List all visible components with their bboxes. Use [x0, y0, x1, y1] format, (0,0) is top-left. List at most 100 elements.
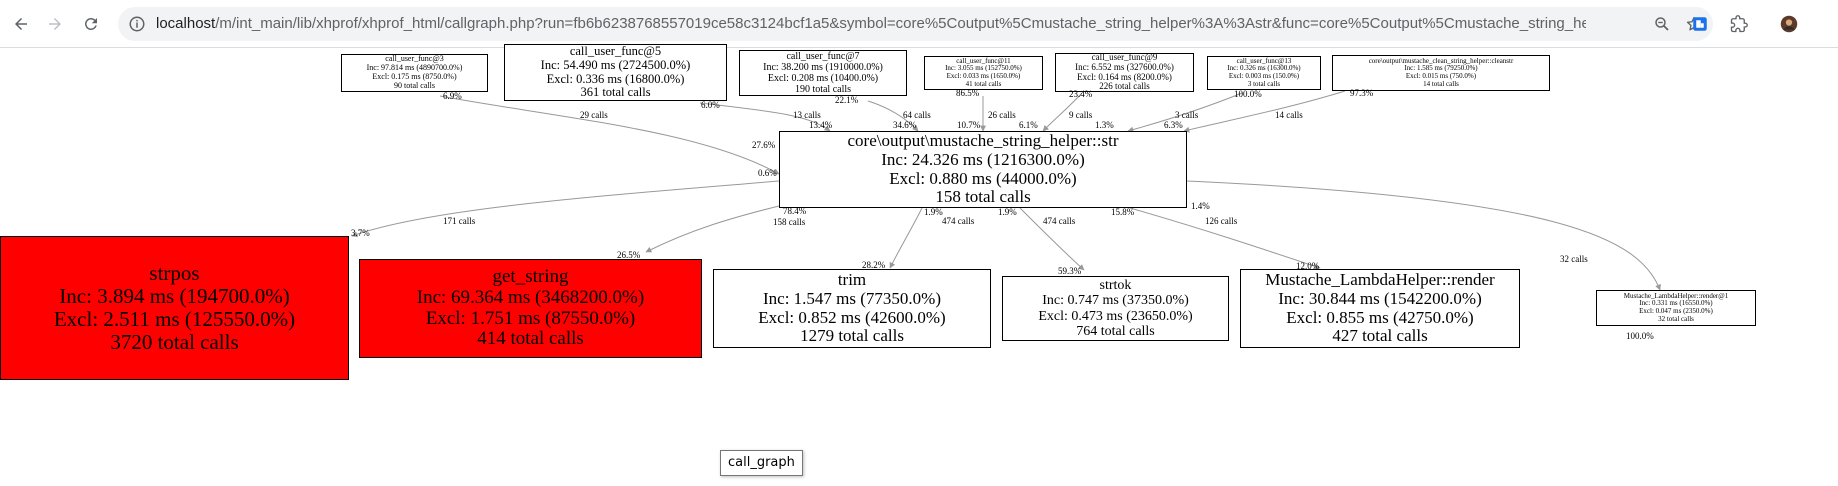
node-inc: Inc: 3.055 ms (152750.0%) [945, 64, 1022, 73]
node-excl: Excl: 0.175 ms (8750.0%) [372, 72, 457, 81]
edge-label-dst-pct: 27.6% [752, 140, 776, 150]
node-call-user-func-9[interactable]: call_user_func@9 Inc: 6.552 ms (327600.0… [1055, 51, 1194, 92]
edge-label-src-pct: 100.0% [1234, 89, 1262, 99]
node-excl: Excl: 0.852 ms (42600.0%) [758, 307, 946, 327]
node-inc: Inc: 0.747 ms (37350.0%) [1042, 293, 1189, 309]
edge-label-dst-pct: 13.4% [809, 120, 833, 130]
node-inc: Inc: 6.552 ms (327600.0%) [1075, 61, 1174, 72]
edge-label-calls: 171 calls [443, 216, 476, 226]
node-calls: 32 total calls [1658, 314, 1694, 323]
node-mustache-string-helper-str[interactable]: core\output\mustache_string_helper::str … [779, 131, 1187, 208]
extension-icon[interactable] [1685, 9, 1715, 39]
node-excl: Excl: 1.751 ms (87550.0%) [425, 307, 636, 329]
edge-label-calls: 29 calls [580, 110, 608, 120]
forward-arrow-icon[interactable] [40, 9, 70, 39]
node-call-user-func-7[interactable]: call_user_func@7 Inc: 38.200 ms (1910000… [739, 50, 907, 96]
node-excl: Excl: 0.208 ms (10400.0%) [767, 73, 879, 84]
node-name: Mustache_LambdaHelper::render [1265, 270, 1495, 290]
edge-main-to-trim [889, 207, 923, 269]
url-text[interactable]: localhost/m/int_main/lib/xhprof/xhprof_h… [156, 7, 1586, 41]
node-excl: Excl: 0.855 ms (42750.0%) [1286, 307, 1474, 327]
node-name: core\output\mustache_clean_string_helper… [1368, 56, 1514, 65]
node-calls: 14 total calls [1423, 79, 1459, 88]
edge-label-calls: 64 calls [903, 110, 931, 120]
edge-label-calls: 474 calls [942, 216, 975, 226]
profile-avatar[interactable] [1774, 9, 1804, 39]
node-name: call_user_func@13 [1236, 56, 1292, 65]
node-name: call_user_func@9 [1091, 51, 1158, 62]
edge-label-src-pct: 1.9% [924, 207, 943, 217]
edge-cuf5-to-main [699, 102, 831, 132]
edge-label-dst-pct: 59.3% [1058, 266, 1082, 276]
node-name: call_user_func@5 [569, 44, 662, 58]
node-excl: Excl: 0.033 ms (1650.0%) [946, 72, 1021, 80]
node-mustache-lambdahelper-render-1[interactable]: Mustache_LambdaHelper::render@1 Inc: 0.3… [1596, 290, 1756, 326]
node-calls: 3 total calls [1247, 79, 1281, 88]
node-name: call_user_func@11 [956, 56, 1011, 65]
node-excl: Excl: 0.047 ms (2350.0%) [1639, 307, 1713, 315]
tooltip: call_graph [720, 450, 803, 476]
edge-label-calls: 126 calls [1205, 216, 1238, 226]
node-calls: 414 total calls [477, 328, 584, 350]
node-name: call_user_func@7 [786, 51, 860, 62]
edge-label-src-pct: 15.8% [1111, 207, 1135, 217]
edge-label-calls: 9 calls [1069, 110, 1093, 120]
node-calls: 361 total calls [580, 85, 651, 100]
reload-icon[interactable] [76, 9, 106, 39]
edge-label-calls: 32 calls [1560, 254, 1588, 264]
node-strtok[interactable]: strtok Inc: 0.747 ms (37350.0%) Excl: 0.… [1002, 276, 1229, 341]
edge-label-src-pct: 23.4% [1069, 89, 1093, 99]
node-calls: 158 total calls [935, 187, 1031, 207]
edge-label-calls: 14 calls [1275, 110, 1303, 120]
node-inc: Inc: 38.200 ms (1910000.0%) [763, 62, 883, 73]
zoom-icon[interactable] [1647, 9, 1677, 39]
node-name: get_string [492, 265, 569, 287]
node-mustache-clean-string-helper-cleanstr[interactable]: core\output\mustache_clean_string_helper… [1332, 55, 1550, 91]
browser-toolbar: localhost/m/int_main/lib/xhprof/xhprof_h… [0, 0, 1838, 48]
node-call-user-func-3[interactable]: call_user_func@3 Inc: 97.814 ms (4890700… [341, 54, 488, 92]
node-strpos[interactable]: strpos Inc: 3.894 ms (194700.0%) Excl: 2… [0, 236, 349, 380]
edge-main-to-render1 [1186, 180, 1661, 291]
node-call-user-func-13[interactable]: call_user_func@13 Inc: 0.326 ms (16300.0… [1207, 56, 1321, 90]
edge-label-src-pct: 6.0% [701, 100, 720, 110]
address-bar[interactable]: localhost/m/int_main/lib/xhprof/xhprof_h… [118, 7, 1713, 41]
node-trim[interactable]: trim Inc: 1.547 ms (77350.0%) Excl: 0.85… [713, 269, 991, 348]
edge-label-dst-pct: 34.6% [893, 120, 917, 130]
call-graph: call_user_func@3 Inc: 97.814 ms (4890700… [0, 44, 1838, 486]
node-calls: 3720 total calls [110, 330, 239, 355]
node-mustache-lambdahelper-render[interactable]: Mustache_LambdaHelper::render Inc: 30.84… [1240, 269, 1520, 348]
edge-label-dst-pct: 28.2% [862, 260, 886, 270]
node-call-user-func-5[interactable]: call_user_func@5 Inc: 54.490 ms (2724500… [504, 44, 727, 101]
edge-main-to-strpos [351, 180, 780, 238]
node-inc: Inc: 1.547 ms (77350.0%) [762, 288, 941, 308]
edge-clean-to-main [1183, 90, 1346, 133]
edge-label-calls: 3 calls [1175, 110, 1199, 120]
edge-label-dst-pct: 3.7% [351, 228, 370, 238]
node-inc: Inc: 3.894 ms (194700.0%) [59, 283, 290, 308]
back-arrow-icon[interactable] [6, 9, 36, 39]
edge-label-src-pct: 1.9% [998, 207, 1017, 217]
node-excl: Excl: 0.003 ms (150.0%) [1228, 72, 1300, 80]
edge-cuf3-to-main [439, 95, 780, 175]
node-name: Mustache_LambdaHelper::render@1 [1623, 291, 1729, 300]
node-excl: Excl: 0.336 ms (16800.0%) [546, 71, 685, 86]
edge-label-src-pct: 6.9% [443, 91, 462, 101]
node-inc: Inc: 69.364 ms (3468200.0%) [416, 286, 645, 308]
node-calls: 226 total calls [1099, 81, 1150, 92]
node-call-user-func-11[interactable]: call_user_func@11 Inc: 3.055 ms (152750.… [924, 56, 1043, 90]
edge-main-to-render [1129, 207, 1321, 270]
node-inc: Inc: 97.814 ms (4890700.0%) [366, 63, 463, 73]
node-name: strtok [1099, 277, 1132, 293]
site-info-icon[interactable] [126, 13, 148, 35]
node-calls: 427 total calls [1332, 326, 1428, 346]
node-excl: Excl: 2.511 ms (125550.0%) [53, 307, 296, 331]
node-inc: Inc: 0.331 ms (16550.0%) [1639, 299, 1713, 308]
edge-main-to-strtok [1019, 207, 1085, 271]
node-get-string[interactable]: get_string Inc: 69.364 ms (3468200.0%) E… [359, 259, 702, 358]
node-excl: Excl: 0.015 ms (750.0%) [1405, 72, 1477, 80]
url-host: localhost [156, 15, 216, 32]
node-calls: 190 total calls [794, 84, 852, 95]
node-inc: Inc: 0.326 ms (16300.0%) [1227, 64, 1301, 73]
edge-label-src-pct: 97.3% [1350, 88, 1374, 98]
extensions-puzzle-icon[interactable] [1724, 9, 1754, 39]
